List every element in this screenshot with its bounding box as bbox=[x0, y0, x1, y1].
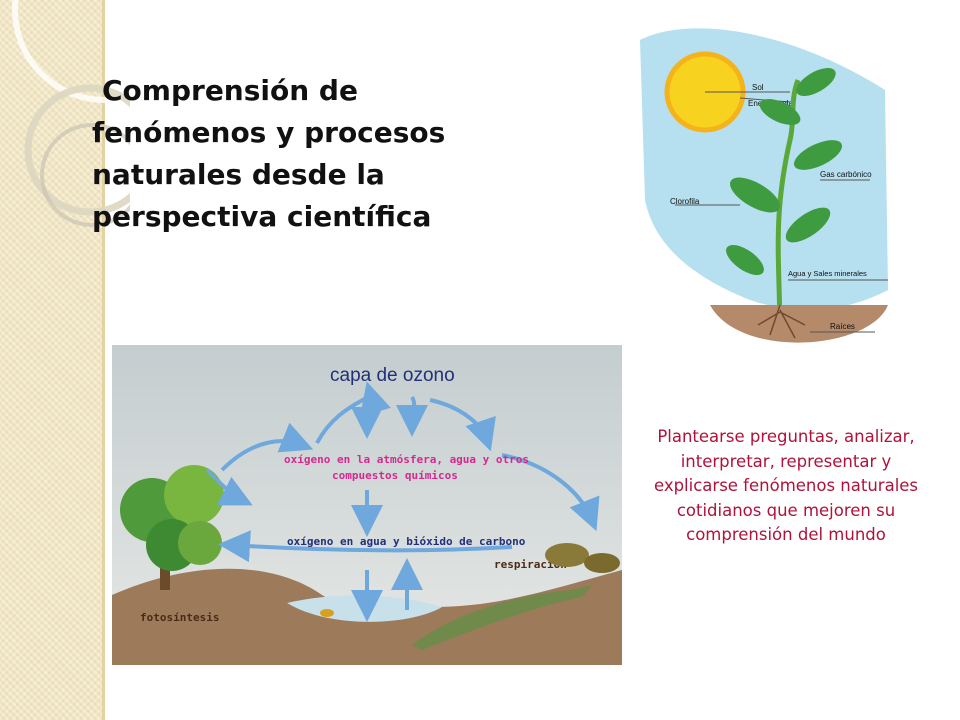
crocodile bbox=[412, 585, 592, 650]
arrow bbox=[396, 395, 429, 437]
atmosphere-line-2: compuestos químicos bbox=[332, 469, 458, 482]
cycle-label-photosynthesis: fotosíntesis bbox=[140, 611, 219, 624]
soil bbox=[710, 305, 888, 343]
turtle bbox=[545, 543, 589, 567]
roots bbox=[757, 304, 806, 339]
leaf bbox=[730, 177, 780, 213]
leaf bbox=[796, 68, 836, 96]
atmosphere-line-1: oxígeno en la atmósfera, agua y otros bbox=[284, 453, 529, 466]
slide-caption: Plantearse preguntas, analizar, interpre… bbox=[653, 427, 919, 544]
plant-photosynthesis-diagram: Sol Energía solar Gas carbónico Clorofil… bbox=[640, 28, 888, 343]
plant-label-sun: Sol bbox=[752, 83, 764, 92]
leaf bbox=[759, 99, 801, 125]
leaf bbox=[726, 244, 764, 276]
plant-label-roots: Raíces bbox=[830, 322, 855, 331]
cycle-label-water-co2: oxígeno en agua y bióxido de carbono bbox=[287, 535, 526, 548]
leaf bbox=[785, 207, 831, 243]
fish bbox=[320, 609, 334, 617]
cycle-label-atmosphere: oxígeno en la atmósfera, agua y otros co… bbox=[284, 453, 536, 482]
tree-canopy bbox=[164, 465, 224, 525]
cycle-label-ozone: capa de ozono bbox=[330, 365, 455, 386]
plant-label-water-minerals: Agua y Sales minerales bbox=[788, 269, 867, 278]
cycle-arrows bbox=[205, 381, 600, 622]
decorative-side-band bbox=[0, 0, 105, 720]
arrow bbox=[220, 422, 314, 472]
arrow bbox=[429, 398, 496, 452]
turtle bbox=[584, 553, 620, 573]
arrow bbox=[315, 381, 391, 444]
oxygen-cycle-diagram: capa de ozono oxígeno en la atmósfera, a… bbox=[112, 345, 622, 665]
arrow bbox=[205, 468, 253, 506]
plant-label-chlorophyll: Clorofila bbox=[670, 197, 700, 206]
tree-canopy bbox=[178, 521, 222, 565]
plant-label-co2: Gas carbónico bbox=[820, 170, 872, 179]
leaf bbox=[793, 140, 843, 170]
slide-title: Comprensión de fenómenos y procesos natu… bbox=[92, 74, 446, 233]
arrow bbox=[218, 530, 513, 563]
plant-stem bbox=[775, 79, 801, 341]
arrow bbox=[501, 453, 600, 532]
decorative-rings bbox=[12, 0, 130, 227]
